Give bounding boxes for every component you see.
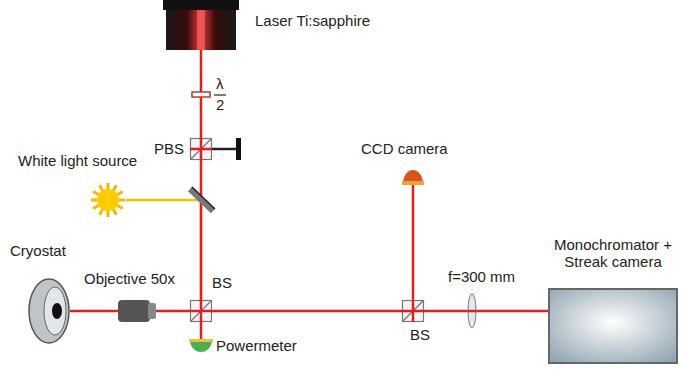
- powermeter-head: [190, 340, 212, 352]
- sun-ray: [93, 205, 99, 209]
- sun-ray: [93, 192, 99, 196]
- ccd-camera: CCD camera: [403, 168, 423, 184]
- dump-beam: [212, 148, 236, 151]
- component-label: Monochromator + Streak camera: [548, 236, 678, 270]
- sun-disc: [97, 189, 119, 211]
- power-meter: Powermeter: [190, 340, 212, 352]
- component-label: Powermeter: [216, 337, 297, 354]
- cryostat: Cryostat: [28, 278, 70, 344]
- beam-dump: [236, 138, 241, 160]
- component-icon: [190, 340, 212, 352]
- component-icon: [403, 168, 423, 184]
- laser-glow: [197, 10, 205, 50]
- component-icon: [163, 0, 239, 50]
- beamsplitter: BS: [190, 300, 212, 322]
- light-source: White light source: [90, 182, 126, 218]
- cube-diagonal: [191, 301, 212, 322]
- sun-ray: [117, 205, 123, 209]
- beam-path: [412, 184, 415, 300]
- beam: [190, 310, 212, 313]
- polarizing-beamsplitter: PBS: [190, 138, 212, 160]
- component-icon: [190, 138, 212, 160]
- component-label: f=300 mm: [448, 268, 515, 285]
- component-label: BS: [410, 326, 430, 343]
- component-label: CCD camera: [361, 140, 448, 157]
- sun-ray: [117, 192, 123, 196]
- cryostat-window: [52, 303, 62, 319]
- fraction-bar: [214, 94, 226, 95]
- powermeter-rim: [189, 339, 213, 342]
- component-icon: [118, 300, 156, 322]
- sun-ray: [107, 210, 110, 217]
- beam-path: [156, 310, 190, 313]
- component-label: BS: [212, 274, 232, 291]
- beam-path: [424, 310, 468, 313]
- sun-ray: [100, 209, 104, 215]
- cube-diagonal: [191, 139, 212, 160]
- component-label: PBS: [154, 140, 184, 157]
- component-label: Laser Ti:sapphire: [255, 12, 370, 29]
- laser-cap: [163, 0, 239, 10]
- cube-diagonal: [403, 301, 424, 322]
- beam-path: [70, 310, 118, 313]
- mirror-edge: [192, 187, 215, 209]
- objective-barrel: [118, 300, 150, 322]
- spectrometer-box: Monochromator + Streak camera: [548, 288, 678, 364]
- camera-dome: [403, 170, 423, 184]
- component-icon: [90, 182, 126, 218]
- waveplate-symbol: λ: [216, 76, 224, 92]
- beam-path: [200, 160, 203, 300]
- beam: [402, 310, 424, 313]
- sun-ray: [118, 199, 125, 202]
- sun-ray: [100, 185, 104, 191]
- component-icon: [548, 288, 678, 364]
- lens: f=300 mm: [468, 294, 476, 328]
- beamsplitter: BS: [402, 300, 424, 322]
- laser-body: [166, 10, 236, 50]
- cube-outline: [191, 301, 212, 322]
- component-icon: [402, 300, 424, 322]
- beam-path: [200, 322, 203, 340]
- mirror: [190, 189, 213, 211]
- cryostat-body: [29, 279, 69, 343]
- sun-ray: [91, 199, 98, 202]
- component-icon: [190, 300, 212, 322]
- sun-ray: [107, 183, 110, 190]
- camera-base: [402, 181, 424, 185]
- beam: [468, 310, 476, 313]
- sun-ray: [113, 209, 117, 215]
- component-label: Objective 50x: [84, 270, 175, 287]
- cube-outline: [191, 139, 212, 160]
- component-label: White light source: [18, 152, 137, 169]
- beam: [190, 148, 212, 151]
- laser-source: Laser Ti:sapphire: [163, 0, 239, 50]
- beam-path: [476, 310, 548, 313]
- spectrometer-housing: [549, 289, 677, 363]
- waveplate: [192, 92, 210, 97]
- cube-outline: [403, 301, 424, 322]
- component-icon: [468, 294, 476, 328]
- lens-shape: [468, 294, 476, 328]
- sun-ray: [113, 185, 117, 191]
- component-icon: [28, 278, 70, 344]
- waveplate-symbol: 2: [216, 97, 224, 113]
- objective: Objective 50x: [118, 300, 156, 322]
- cryostat-face: [44, 287, 66, 335]
- component-label: Cryostat: [10, 242, 66, 259]
- beam-path: [212, 310, 402, 313]
- objective-tip: [148, 303, 156, 319]
